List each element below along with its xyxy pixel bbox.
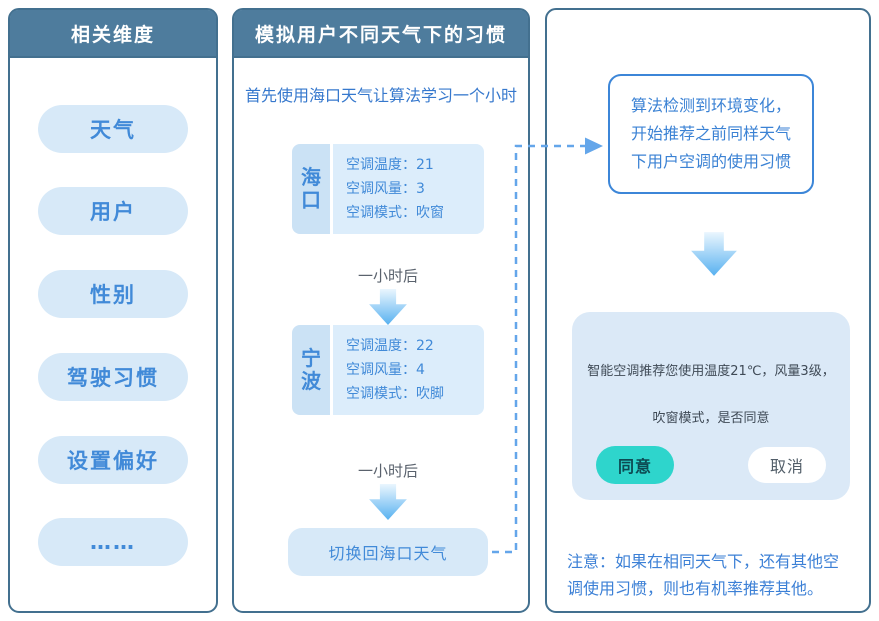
algorithm-callout: 算法检测到环境变化， 开始推荐之前同样天气 下用户空调的使用习惯 xyxy=(608,74,814,194)
dimension-item-setting-preference: 设置偏好 xyxy=(38,435,188,484)
down-arrow-icon xyxy=(690,226,738,286)
haikou-fan-speed: 空调风量：3 xyxy=(346,181,425,197)
related-dimensions-panel: 相关维度 天气 用户 性别 驾驶习惯 设置偏好 …… xyxy=(8,8,218,613)
callout-line: 算法检测到环境变化， xyxy=(630,96,791,115)
ningbo-temperature: 空调温度：22 xyxy=(346,338,434,354)
note-line-2: 调使用习惯，则也有机率推荐其他。 xyxy=(567,579,824,598)
left-panel-title: 相关维度 xyxy=(10,10,216,58)
intro-text: 首先使用海口天气让算法学习一个小时 xyxy=(244,86,517,105)
haikou-step-box: 海口 空调温度：21 空调风量：3 空调模式：吹窗 xyxy=(292,144,484,234)
recommendation-panel: 算法检测到环境变化， 开始推荐之前同样天气 下用户空调的使用习惯 智能空调推荐您… xyxy=(545,8,871,613)
dimension-item-gender: 性别 xyxy=(38,270,188,319)
simulation-panel: 模拟用户不同天气下的习惯 首先使用海口天气让算法学习一个小时 海口 空调温度：2… xyxy=(232,8,530,613)
down-arrow-icon xyxy=(369,289,407,325)
note-text: 注意：如果在相同天气下，还有其他空 调使用习惯，则也有机率推荐其他。 xyxy=(567,548,869,602)
cancel-button[interactable]: 取消 xyxy=(748,447,826,483)
recommendation-text-line2: 吹窗模式，是否同意 xyxy=(652,411,770,426)
callout-line: 下用户空调的使用习惯 xyxy=(630,152,791,171)
recommendation-dialog: 智能空调推荐您使用温度21℃，风量3级， 吹窗模式，是否同意 同意 取消 xyxy=(572,312,850,500)
haikou-settings: 空调温度：21 空调风量：3 空调模式：吹窗 xyxy=(333,144,484,234)
callout-line: 开始推荐之前同样天气 xyxy=(630,124,791,143)
dimension-item-user: 用户 xyxy=(38,187,188,236)
down-arrow-icon xyxy=(369,484,407,520)
simulation-flow: 首先使用海口天气让算法学习一个小时 海口 空调温度：21 空调风量：3 空调模式… xyxy=(234,58,528,576)
recommendation-text-line1: 智能空调推荐您使用温度21℃，风量3级， xyxy=(587,364,835,379)
note-line-1: 注意：如果在相同天气下，还有其他空 xyxy=(567,552,840,571)
ningbo-mode: 空调模式：吹脚 xyxy=(346,386,444,402)
middle-panel-title: 模拟用户不同天气下的习惯 xyxy=(234,10,528,58)
city-label-ningbo: 宁波 xyxy=(292,325,330,415)
interval-label-2: 一小时后 xyxy=(357,462,418,480)
dialog-buttons: 同意 取消 xyxy=(596,446,826,484)
agree-button[interactable]: 同意 xyxy=(596,446,674,484)
city-label-haikou: 海口 xyxy=(292,144,330,234)
ningbo-fan-speed: 空调风量：4 xyxy=(346,362,425,378)
haikou-mode: 空调模式：吹窗 xyxy=(346,205,444,221)
dimension-item-driving-habit: 驾驶习惯 xyxy=(38,352,188,401)
dimension-list: 天气 用户 性别 驾驶习惯 设置偏好 …… xyxy=(10,60,216,611)
interval-label-1: 一小时后 xyxy=(357,267,418,285)
dimension-item-weather: 天气 xyxy=(38,104,188,153)
ningbo-step-box: 宁波 空调温度：22 空调风量：4 空调模式：吹脚 xyxy=(292,325,484,415)
ningbo-settings: 空调温度：22 空调风量：4 空调模式：吹脚 xyxy=(333,325,484,415)
haikou-temperature: 空调温度：21 xyxy=(346,157,434,173)
switch-back-node: 切换回海口天气 xyxy=(288,528,488,576)
dimension-item-ellipsis: …… xyxy=(38,518,188,567)
